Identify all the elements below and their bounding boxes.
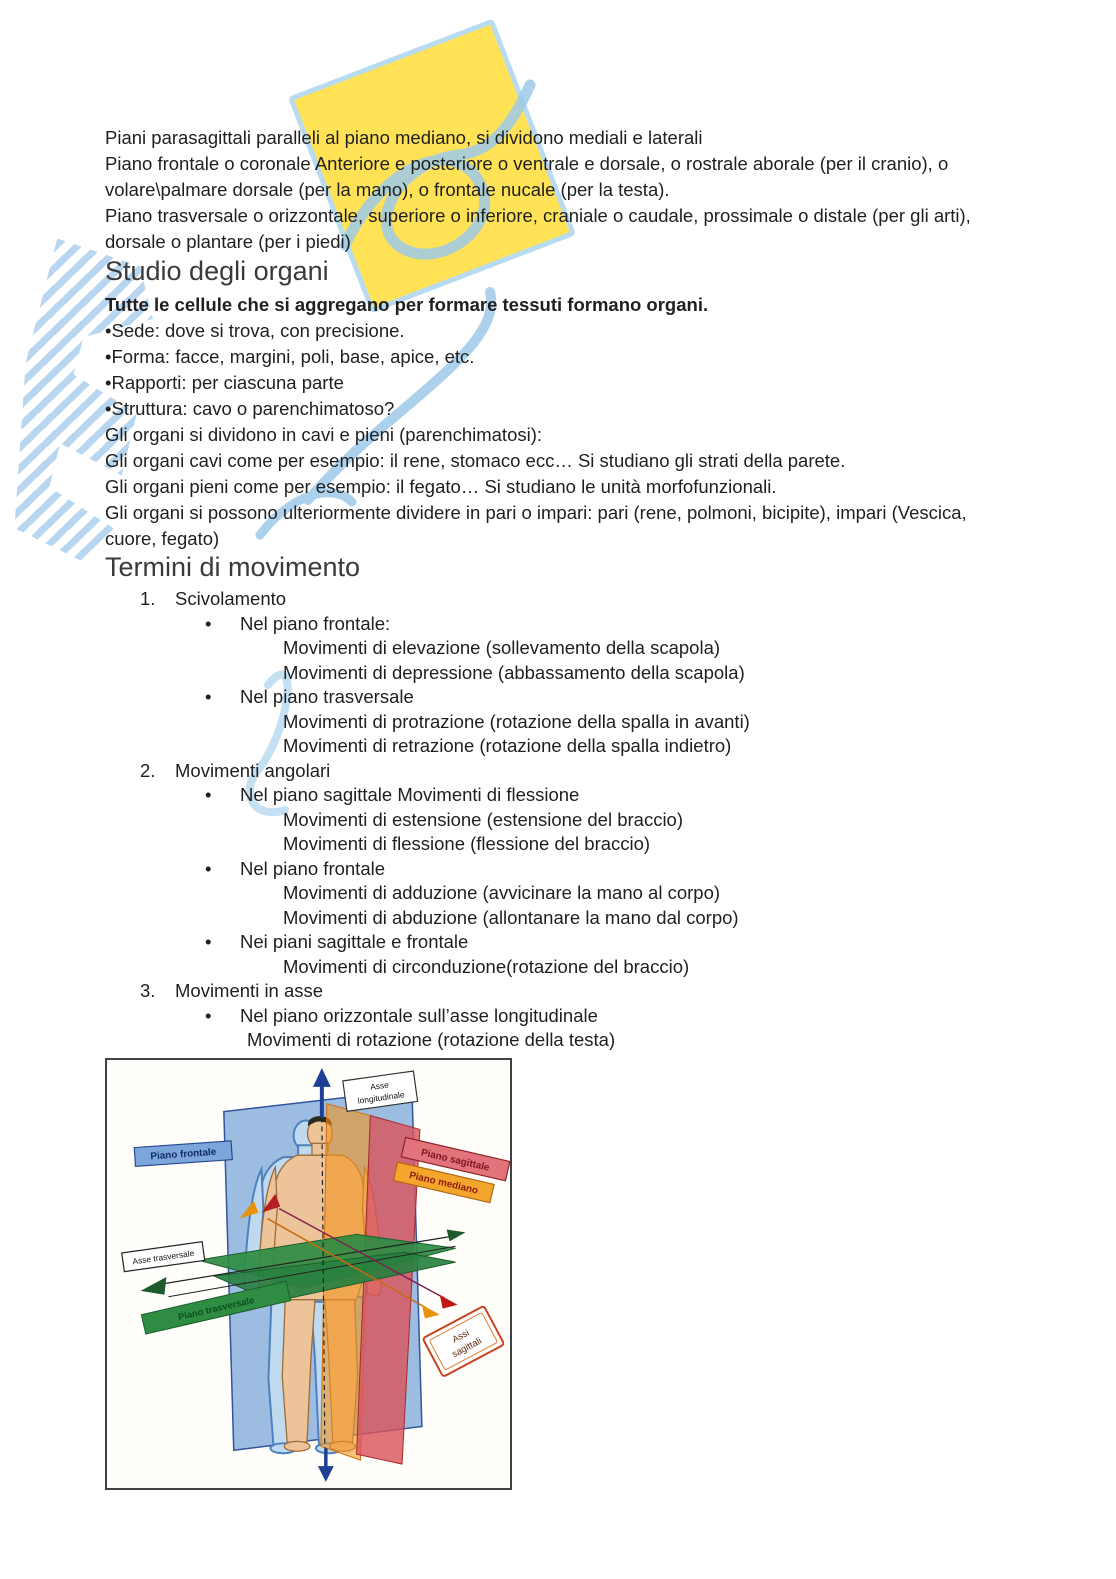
hair bbox=[307, 1116, 332, 1126]
organs-bullet-item: •Sede: dove si trova, con precisione. bbox=[105, 318, 1076, 344]
text-line: volare\palmare dorsale (per la mano), o … bbox=[105, 179, 670, 200]
movement-line: Movimenti di abduzione (allontanare la m… bbox=[283, 906, 739, 928]
text-line: Piano frontale o coronale Anteriore e po… bbox=[105, 153, 949, 174]
bullet-text: Rapporti: per ciascuna parte bbox=[111, 372, 344, 393]
transverse-arrow-left-icon bbox=[140, 1276, 167, 1295]
heading-termini-di-movimento: Termini di movimento bbox=[105, 552, 361, 582]
sub-bullet-label: Nel piano sagittale Movimenti di flessio… bbox=[240, 784, 580, 805]
anatomy-planes-figure: Asse longitudinale Piano frontale Piano … bbox=[105, 1058, 512, 1490]
sub-bullet-label: Nel piano trasversale bbox=[240, 686, 414, 707]
text-line: cuore, fegato) bbox=[105, 528, 220, 549]
movement-line: Movimenti di estensione (estensione del … bbox=[283, 808, 684, 830]
organs-bullet-item: •Forma: facce, margini, poli, base, apic… bbox=[105, 344, 1076, 370]
bullet-glyph: • bbox=[205, 784, 212, 805]
sagittal-arrow-orange-icon bbox=[421, 1304, 440, 1319]
longitudinal-arrow-down-icon bbox=[317, 1466, 334, 1482]
organs-lead: Tutte le cellule che si aggregano per fo… bbox=[105, 294, 709, 315]
transverse-axis-line2 bbox=[168, 1245, 456, 1298]
sagittal-axis-line-orange bbox=[267, 1217, 427, 1309]
text-line: Gli organi si dividono in cavi e pieni (… bbox=[105, 424, 543, 445]
item-number: 1. bbox=[140, 588, 156, 609]
bullet-text: Forma: facce, margini, poli, base, apice… bbox=[111, 346, 475, 367]
item-number: 2. bbox=[140, 759, 156, 781]
sub-bullet: • Nel piano frontale bbox=[105, 857, 1076, 882]
sub-bullet: • Nel piano orizzontale sull’asse longit… bbox=[105, 1004, 1076, 1029]
label-assi-sagittali: Assi sagittali bbox=[422, 1305, 505, 1377]
movement-line: Movimenti di retrazione (rotazione della… bbox=[283, 735, 732, 756]
sagittal-axis-tail-red-icon bbox=[261, 1193, 281, 1213]
label-asse-longitudinale: Asse longitudinale bbox=[342, 1070, 419, 1113]
text-line: Gli organi cavi come per esempio: il ren… bbox=[105, 450, 846, 471]
movement-line: Movimenti di circonduzione(rotazione del… bbox=[283, 955, 690, 977]
longitudinal-axis-line bbox=[321, 1117, 326, 1449]
bullet-glyph: • bbox=[205, 686, 212, 707]
movement-line: Movimenti di depressione (abbassamento d… bbox=[283, 661, 745, 683]
bullet-glyph: • bbox=[205, 1004, 212, 1026]
longitudinal-arrow-up-icon bbox=[312, 1068, 331, 1087]
label-text: Piano frontale bbox=[150, 1147, 217, 1163]
sub-bullet: • Nel piano frontale: bbox=[105, 612, 1076, 637]
sub-bullet-label: Nel piano frontale: bbox=[240, 612, 391, 634]
organs-bullet-item: •Struttura: cavo o parenchimatoso? bbox=[105, 396, 1076, 422]
sagittal-axis-line-red bbox=[278, 1207, 445, 1299]
transverse-axis-line bbox=[156, 1235, 452, 1286]
label-text: Asse bbox=[369, 1079, 389, 1092]
sagittal-arrow-red-icon bbox=[439, 1294, 458, 1309]
movements-list: 1. Scivolamento • Nel piano frontale: Mo… bbox=[105, 587, 1076, 1053]
label-piano-frontale: Piano frontale bbox=[133, 1140, 233, 1168]
bullet-glyph: • bbox=[205, 931, 212, 952]
sub-bullet-label: Nei piani sagittale e frontale bbox=[240, 931, 469, 952]
movement-line: Movimenti di protrazione (rotazione dell… bbox=[283, 710, 750, 732]
numbered-item: 1. Scivolamento bbox=[105, 587, 1076, 612]
organs-section: Tutte le cellule che si aggregano per fo… bbox=[105, 292, 1076, 552]
anatomy-planes-illustration: Asse longitudinale Piano frontale Piano … bbox=[121, 1068, 510, 1482]
label-piano-trasversale: Piano trasversale bbox=[140, 1280, 292, 1335]
bullet-glyph: • bbox=[205, 857, 212, 879]
sagittal-plane bbox=[356, 1114, 421, 1465]
transverse-arrow-right-icon bbox=[446, 1229, 466, 1242]
label-asse-trasversale: Asse trasversale bbox=[121, 1241, 206, 1273]
sub-bullet: • Nel piano sagittale Movimenti di fless… bbox=[105, 783, 1076, 808]
movement-line: Movimenti di flessione (flessione del br… bbox=[283, 833, 651, 854]
sagittal-axis-tail-orange-icon bbox=[239, 1200, 259, 1219]
movement-line: Movimenti di rotazione (rotazione della … bbox=[247, 1029, 616, 1050]
sub-bullet-label: Nel piano frontale bbox=[240, 857, 386, 879]
text-line: Gli organi pieni come per esempio: il fe… bbox=[105, 476, 777, 497]
text-line: dorsale o plantare (per i piedi) bbox=[105, 231, 351, 252]
bullet-text: Sede: dove si trova, con precisione. bbox=[111, 320, 405, 341]
sub-bullet: • Nei piani sagittale e frontale bbox=[105, 930, 1076, 955]
text-line: Piano trasversale o orizzontale, superio… bbox=[105, 205, 971, 226]
numbered-item: 3. Movimenti in asse bbox=[105, 979, 1076, 1004]
heading-studio-degli-organi: Studio degli organi bbox=[105, 256, 329, 286]
item-label: Scivolamento bbox=[175, 588, 287, 609]
bullet-text: Struttura: cavo o parenchimatoso? bbox=[111, 398, 395, 419]
text-line: Gli organi si possono ulteriormente divi… bbox=[105, 502, 967, 523]
movement-line: Movimenti di adduzione (avvicinare la ma… bbox=[283, 882, 721, 903]
text-line: Piani parasagittali paralleli al piano m… bbox=[105, 127, 703, 148]
item-label: Movimenti angolari bbox=[175, 759, 331, 781]
bullet-glyph: • bbox=[205, 612, 212, 634]
sub-bullet-label: Nel piano orizzontale sull’asse longitud… bbox=[240, 1004, 598, 1026]
numbered-item: 2. Movimenti angolari bbox=[105, 759, 1076, 784]
item-number: 3. bbox=[140, 980, 156, 1001]
sub-bullet: • Nel piano trasversale bbox=[105, 685, 1076, 710]
item-label: Movimenti in asse bbox=[175, 980, 324, 1001]
organs-bullet-item: •Rapporti: per ciascuna parte bbox=[105, 370, 1076, 396]
movement-line: Movimenti di elevazione (sollevamento de… bbox=[283, 637, 721, 658]
intro-paragraph: Piani parasagittali paralleli al piano m… bbox=[105, 125, 1076, 255]
